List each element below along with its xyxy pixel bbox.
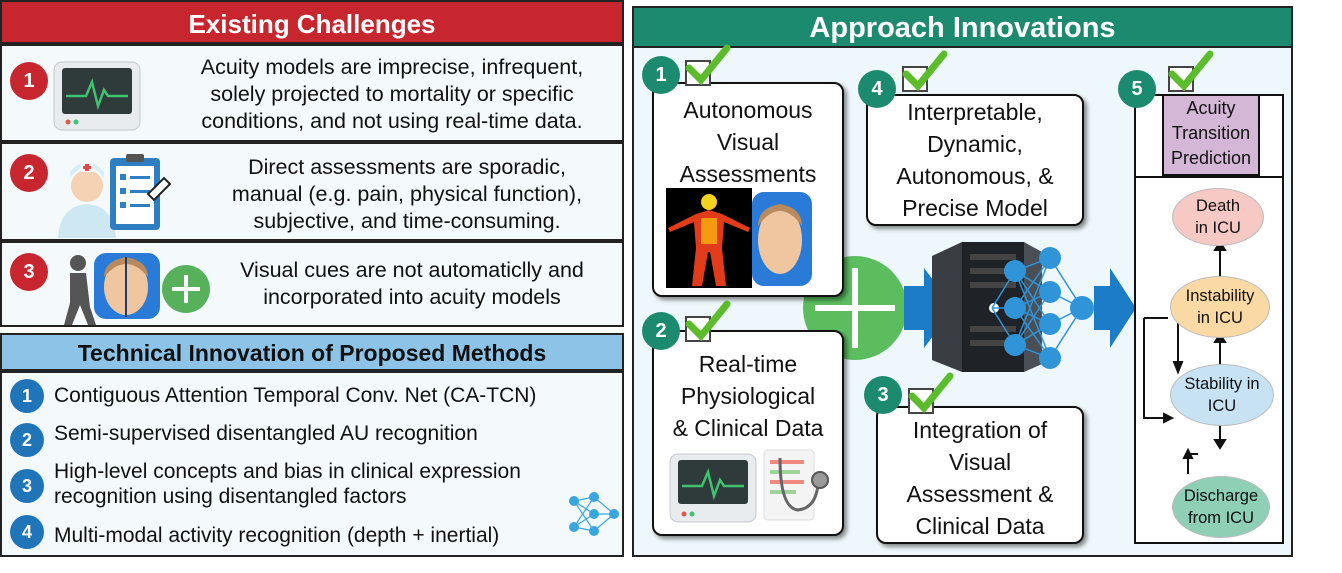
card-number: 1 — [642, 56, 680, 94]
arrow-icon — [1094, 268, 1136, 348]
tech-number: 3 — [10, 469, 44, 503]
prediction-title: Acuity Transition Prediction — [1162, 96, 1260, 176]
card-integration: Integration of Visual Assessment & Clini… — [876, 406, 1084, 544]
monitor-stethoscope-icon — [669, 449, 829, 523]
challenge-text: Direct assessments are sporadic, manual … — [231, 155, 583, 233]
neural-network-icon — [569, 492, 619, 536]
checkmark-icon — [1168, 50, 1214, 92]
arrow-icon — [904, 268, 954, 348]
card-number: 5 — [1118, 70, 1156, 108]
card-real-time-data: Real-time Physiological & Clinical Data — [652, 330, 844, 536]
card-number: 4 — [858, 70, 896, 108]
card-text: Autonomous Visual Assessments — [679, 97, 817, 187]
monitor-icon — [53, 61, 141, 131]
challenge-number: 2 — [10, 154, 48, 192]
card-autonomous-visual: Autonomous Visual Assessments — [652, 82, 844, 297]
thermal-body-icon — [666, 188, 812, 288]
nurse-clipboard-icon — [58, 154, 172, 238]
checkmark-icon — [685, 300, 731, 342]
checkmark-icon — [685, 44, 731, 86]
checkmark-icon — [908, 372, 954, 414]
tech-item-2: Semi-supervised disentangled AU recognit… — [54, 422, 478, 445]
challenge-3: 3 Visual cues are not automaticlly and i… — [0, 241, 624, 327]
challenge-1: 1 Acuity models are imprecise, infrequen… — [0, 44, 624, 142]
patient-face-plus-icon — [64, 253, 210, 325]
challenge-text: Visual cues are not automaticlly and inc… — [240, 258, 584, 309]
challenge-number: 1 — [10, 62, 48, 100]
challenge-number: 3 — [10, 253, 48, 291]
card-interpretable-model: Interpretable, Dynamic, Autonomous, & Pr… — [866, 94, 1084, 226]
checkmark-icon — [902, 50, 948, 92]
challenge-text: Acuity models are imprecise, infrequent,… — [200, 55, 584, 133]
tech-number: 1 — [10, 379, 44, 413]
existing-challenges-header: Existing Challenges — [0, 0, 624, 44]
card-number: 3 — [864, 376, 902, 414]
tech-item-3: High-level concepts and bias in clinical… — [54, 460, 521, 508]
card-text: Real-time Physiological & Clinical Data — [672, 351, 824, 441]
tech-item-4: Multi-modal activity recognition (depth … — [54, 524, 500, 547]
card-text: Interpretable, Dynamic, Autonomous, & Pr… — [896, 99, 1054, 221]
tech-number: 2 — [10, 423, 44, 457]
technical-innovation-header: Technical Innovation of Proposed Methods — [0, 333, 624, 371]
tech-number: 4 — [10, 515, 44, 549]
challenge-2: 2 Direct assessments are sporadic, manua… — [0, 142, 624, 241]
transition-arrows — [1143, 240, 1227, 474]
technical-innovation-list: 1 Contiguous Attention Temporal Conv. Ne… — [0, 371, 624, 557]
tech-item-1: Contiguous Attention Temporal Conv. Net … — [54, 384, 537, 407]
card-number: 2 — [642, 312, 680, 350]
approach-innovations-header: Approach Innovations — [632, 6, 1293, 48]
card-text: Integration of Visual Assessment & Clini… — [906, 417, 1054, 539]
